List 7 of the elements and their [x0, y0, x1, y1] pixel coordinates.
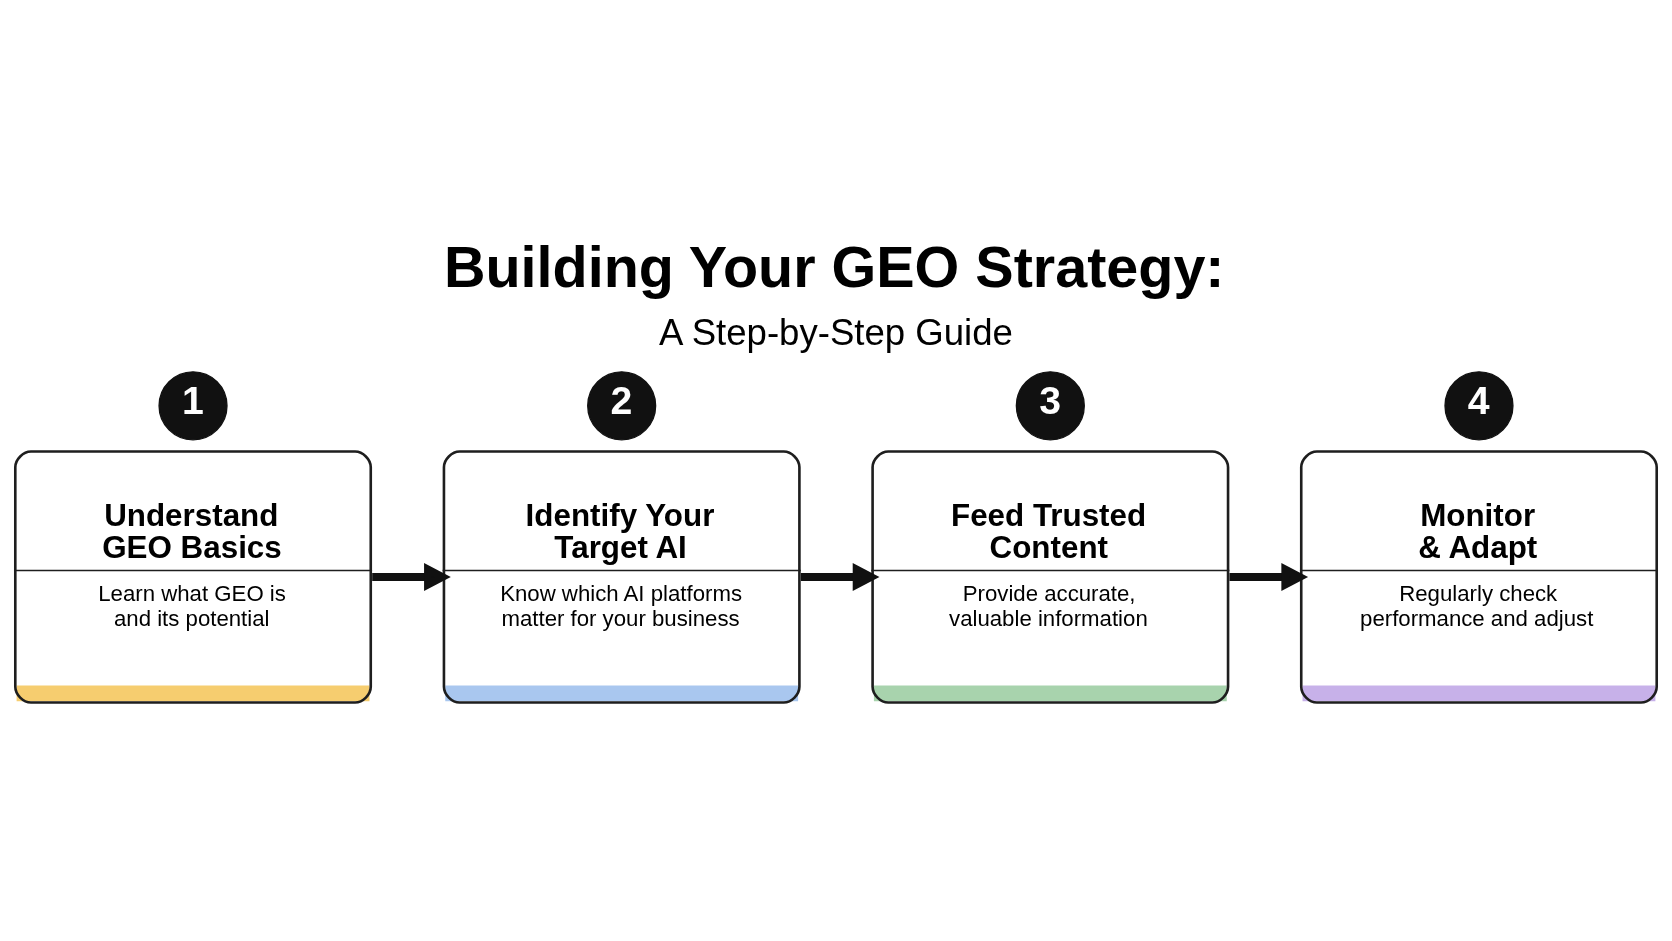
- node-circle: 1: [158, 371, 228, 441]
- arrow: [800, 562, 880, 592]
- node-circle: 2: [587, 371, 657, 441]
- label: A Step-by-Step Guide: [659, 311, 1013, 353]
- node-circle: 3: [1015, 371, 1085, 441]
- node-circle: 4: [1444, 371, 1514, 441]
- diagram-title: Building Your GEO Strategy:: [443, 235, 1225, 300]
